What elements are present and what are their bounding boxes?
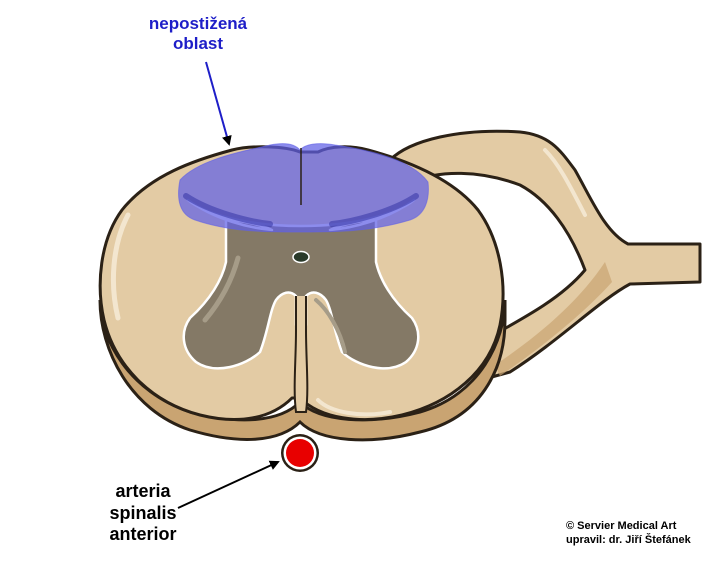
- anterior-fissure: [293, 296, 309, 413]
- arrow-artery: [177, 460, 280, 509]
- highlight-left: [110, 212, 131, 321]
- highlight-bottom: [316, 398, 392, 417]
- spinal-nerve: [388, 129, 702, 380]
- credit-line2: upravil: dr. Jiří Štefánek: [566, 534, 691, 547]
- artery-label-line3: anterior: [109, 524, 177, 545]
- arrow-unaffected: [205, 61, 232, 146]
- unaffected-area-label-line2: oblast: [172, 33, 224, 53]
- unaffected-region: [178, 143, 429, 233]
- anterior-spinal-artery: [281, 434, 319, 472]
- credit-note: © Servier Medical Art upravil: dr. Jiří …: [566, 519, 691, 548]
- unaffected-area-label: nepostižená oblast: [128, 14, 268, 53]
- central-canal: [292, 250, 310, 264]
- unaffected-area-label-line1: nepostižená: [148, 14, 248, 33]
- artery-label-line2: spinalis: [109, 502, 177, 523]
- artery-label: arteria spinalis anterior: [88, 481, 198, 546]
- artery-label-line1: arteria: [115, 481, 171, 501]
- credit-line1: © Servier Medical Art: [566, 520, 677, 532]
